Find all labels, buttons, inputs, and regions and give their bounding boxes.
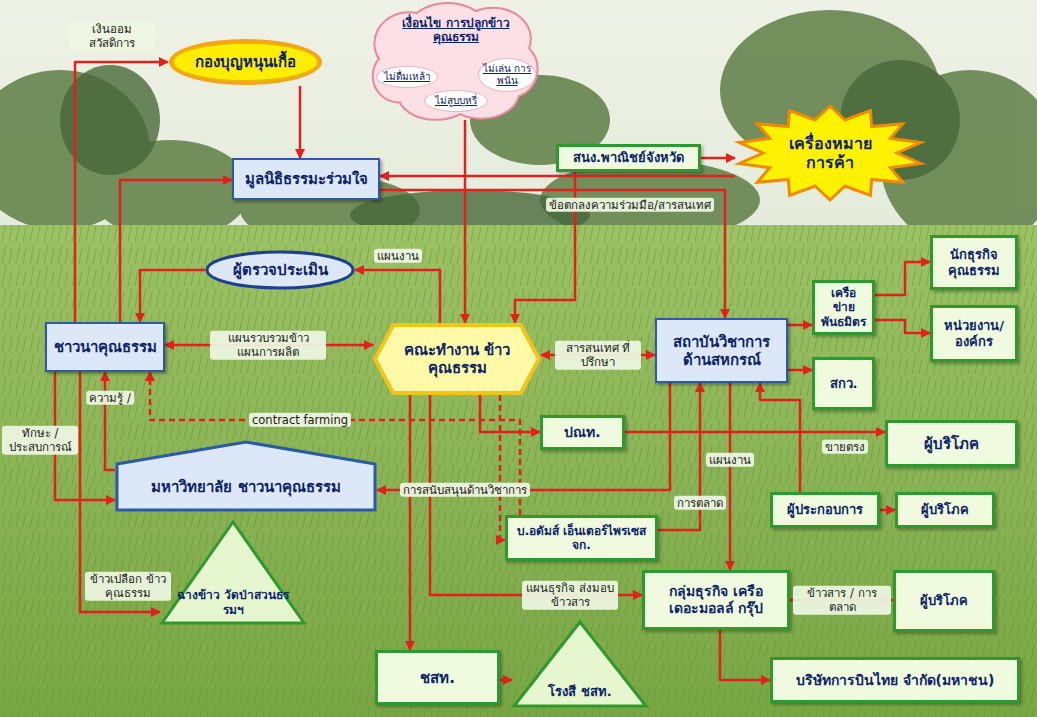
green-box: เครือข่าย พันธมิตร [812,280,875,335]
connector [701,157,735,160]
node-text: ชาวนาคุณธรรม [54,338,157,356]
node-text: ผู้ประกอบการ [787,502,863,518]
connector [380,175,735,178]
connector [377,383,670,490]
connector [760,383,800,492]
connector [409,395,412,650]
green-box: ผู้บริโภค [893,570,995,632]
green-box: ผู้ประกอบการ [770,492,880,528]
green-box: ผู้บริโภค [885,420,1018,467]
connector [105,372,115,470]
node-text: ไม่เล่น การพนัน [481,63,533,87]
node-text: เครือข่าย พันธมิตร [821,286,866,329]
green-box: สกว. [812,357,875,410]
connector [120,180,232,322]
node-text: โรงสี ชสท. [548,684,611,700]
connector [788,369,812,372]
condition-oval: ไม่ดื่มเหล้า [376,66,438,88]
green-box: หน่วยงาน/ องค์กร [930,305,1018,362]
condition-cloud: เงื่อนไข การปลูกข้าวคุณธรรมไม่ดื่มเหล้าไ… [372,4,540,120]
node-text: ไม่ดื่มเหล้า [384,71,431,83]
barn-triangle: โรงสี ชสท. [512,620,648,708]
connector [515,172,575,323]
barn-triangle: ฉางข้าว วัดป่าสวนธรรมฯ [160,520,306,625]
connector [880,509,895,512]
node-text: ไม่สูบบุหรี่ [435,95,477,107]
assessor-ellipse: ผู้ตรวจประเมิน [205,250,355,290]
node-text: สนง.พาณิชย์จังหวัด [573,150,684,166]
green-box: ปณท. [540,415,625,450]
connector [299,86,302,158]
connector [464,120,467,323]
connector [625,431,885,434]
blue-box: มูลนิธิธรรมะร่วมใจ [232,158,380,200]
connector [720,630,770,680]
green-box: บ.อดัมส์ เอ็นเตอร์ไพรเซส จก. [505,515,658,561]
connector [75,62,168,322]
green-box: ผู้บริโภค [895,492,995,528]
node-text: สถาบันวิชาการ ด้านสหกรณ์ [663,333,780,369]
green-box: กลุ่มธุรกิจ เครือเดอะมอลล์ กรุ๊ป [642,570,790,630]
node-text: ผู้บริโภค [920,593,968,609]
blue-box: สถาบันวิชาการ ด้านสหกรณ์ [655,318,788,383]
connector [875,262,930,295]
edge-label: contract farming [249,413,351,427]
node-text: บริษัทการบินไทย จำกัด(มหาชน) [796,672,995,689]
node-text: ฉางข้าว วัดป่าสวนธรรมฯ [174,588,292,617]
condition-oval: ไม่เล่น การพนัน [478,58,536,92]
node-text: คณะทำงาน ข้าวคุณธรรม [395,341,519,377]
edge-label: ข้าวเปลือก ข้าวคุณธรรม [85,572,171,601]
edge-label: การตลาด [674,496,726,510]
connector [480,395,540,432]
node-text: เครื่องหมาย การค้า [780,134,880,172]
trademark-star: เครื่องหมาย การค้า [735,104,925,202]
connector [355,270,440,323]
node-text: บ.อดัมส์ เอ็นเตอร์ไพรเซส จก. [514,524,649,553]
edge-label: ข้าวสาร / การตลาด [793,586,891,615]
green-box: บริษัทการบินไทย จำกัด(มหาชน) [770,657,1020,703]
node-text: สกว. [830,376,858,392]
connector [140,270,205,322]
fund-ellipse: กองบุญหนุนเกื้อ [168,38,323,86]
edge-label: ข้อตกลงความร่วมมือ/สารสนเทศ [546,198,714,212]
edge-label: แผนงาน [374,249,422,263]
edge-label: แผนรวบรวมข้าว แผนการผลิต [210,331,326,360]
edge-label: แผนงาน [706,453,754,467]
node-text: กองบุญหนุนเกื้อ [195,53,296,71]
edge-label: แผนธุรกิจ ส่งมอบข้าวสาร [522,581,618,610]
edge-label: ทักษะ / ประสบการณ์ [2,426,78,455]
connector [729,383,732,570]
edge-label: เงินออม สวัสดิการ [69,22,155,51]
connector [500,679,512,682]
blue-box: ชาวนาคุณธรรม [45,322,165,372]
connector [788,324,812,327]
node-text: มูลนิธิธรรมะร่วมใจ [245,170,368,188]
node-text: หน่วยงาน/ องค์กร [939,318,1009,349]
node-text: ชสท. [420,669,455,687]
university-house-outline [115,440,377,512]
green-box: สนง.พาณิชย์จังหวัด [556,144,701,172]
workgroup-hexagon: คณะทำงาน ข้าวคุณธรรม [373,323,541,395]
node-text: ผู้บริโภค [924,435,979,453]
university-house: มหาวิทยาลัย ชาวนาคุณธรรม [115,440,377,512]
node-text: เงื่อนไข การปลูกข้าวคุณธรรม [386,16,526,45]
edge-label: ขายตรง [822,440,868,454]
node-text: นักธุรกิจ คุณธรรม [939,247,1009,278]
node-text: มหาวิทยาลัย ชาวนาคุณธรรม [151,478,340,496]
edge-label: สารสนเทศ ที่ปรึกษา [555,341,641,370]
connector [875,320,930,333]
condition-oval: ไม่สูบบุหรี่ [424,90,488,112]
edge-label: ความรู้ / [86,391,134,405]
node-text: ปณท. [564,424,600,441]
node-text: กลุ่มธุรกิจ เครือเดอะมอลล์ กรุ๊ป [651,583,781,617]
node-text: ผู้ตรวจประเมิน [233,261,328,279]
edge-label: การสนับสนุนด้านวิชาการ [400,483,530,497]
node-text: ผู้บริโภค [921,502,969,518]
green-box: ชสท. [375,650,500,705]
green-box: นักธุรกิจ คุณธรรม [930,235,1018,290]
